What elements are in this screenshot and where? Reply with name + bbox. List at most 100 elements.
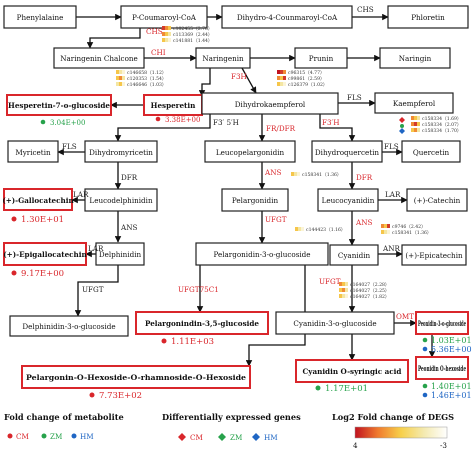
svg-text:1.40E+01: 1.40E+01 [431,382,472,391]
enzyme-ufgt-pelargonidin: UFGT [265,215,287,224]
gene-row: c146658（1.12） [116,70,167,76]
pathway-edges [57,13,436,367]
node-hesperetin-7-o-glucoside[interactable]: Hesperetin-7-o-glucoside [6,94,112,116]
node-dihydroquercetin[interactable]: Dihydroquercetin [311,140,383,163]
enzyme-lar-gallocatechin: LAR [73,190,89,199]
node-peonidin-o-hexoside[interactable]: Peonidin O-hexoside [415,356,469,380]
node-label: Delphinidin-3-o-glucoside [22,322,115,331]
svg-text:c158341（1.36）: c158341（1.36） [392,230,432,236]
svg-text:c146658（1.12）: c146658（1.12） [127,70,167,76]
node-delphinidin-3-o-glucoside[interactable]: Delphinidin-3-o-glucoside [9,315,129,337]
value-gallocatechin: 1.30E+01 [11,215,64,225]
node-dihydromyricetin[interactable]: Dihydromyricetin [84,140,158,163]
svg-text:1.30E+01: 1.30E+01 [21,215,64,225]
gene-expression-strips: c182455（2.78） c113369（2.44） c141881（1.44… [116,26,462,300]
node-gallocatechin[interactable]: (+)-Gallocatechin [2,188,74,211]
node-label: Cyanidin [338,251,371,260]
gene-group-chs: c182455（2.78） c113369（2.44） c141881（1.44… [162,26,213,44]
gene-row: c146646（1.03） [116,82,167,88]
node-label: Hesperetin-7-o-glucoside [8,101,110,110]
legend-metabolite-title: Fold change of metabolite [4,412,124,422]
value-peonidin-3-o-glucoside-hm: 5.36E+00 [422,345,472,354]
gene-row: c120353（1.54） [116,76,167,82]
node-label: Dihydrokaempferol [235,100,306,109]
node-peonidin-3-o-glucoside[interactable]: Peonidin-3-o-glucoside [415,311,469,335]
node-label: Dihydro-4-Counmaroyl-CoA [237,13,338,22]
node-catechin[interactable]: (+)-Catechin [406,188,468,212]
node-leucodelphinidin[interactable]: Leucodelphinidin [84,188,158,212]
node-prunin[interactable]: Prunin [294,47,348,69]
node-label: Naringenin [202,54,244,63]
enzyme-labels: CHS CHS CHI F3H F3′ 5′H FLS FR/DFR F3′H … [62,5,414,321]
node-myricetin[interactable]: Myricetin [7,140,59,163]
node-dihydrokaempferol[interactable]: Dihydrokaempferol [201,92,339,115]
enzyme-anr: ANR [382,244,400,253]
node-label: (+)-Epigallocatechin [3,250,87,259]
node-phloretin[interactable]: Phloretin [387,5,469,29]
node-dihydro-4-counmaroyl-coa[interactable]: Dihydro-4-Counmaroyl-CoA [221,5,353,29]
node-leucocyanidin[interactable]: Leucocyanidin [317,188,379,212]
svg-text:c164027（1.82）: c164027（1.82） [350,294,390,300]
node-label: (+)-Epicatechin [405,251,463,260]
svg-text:-3: -3 [440,441,447,450]
node-pelargonidin-3-o-glucoside[interactable]: Pelargonidin-3-o-glucoside [195,242,329,266]
node-p-coumaroyl-coa[interactable]: P-Coumaroyl-CoA [120,5,208,29]
gene-group-f3h: c96315（4.77） c99861（2.59） c126379（1.02） [277,70,328,88]
svg-text:c182455（2.78）: c182455（2.78） [173,26,213,32]
value-peonidin-3-o-glucoside-zm: 1.03E+01 [422,336,472,345]
svg-text:c99861（2.59）: c99861（2.59） [288,76,325,82]
node-quercetin[interactable]: Quercetin [401,140,461,163]
enzyme-f3-5h: F3′ 5′H [213,118,239,127]
node-label: Peonidin-3-o-glucoside [418,319,466,328]
node-cyanidin-3-o-glucoside[interactable]: Cyanidin-3-o-glucoside [275,311,395,335]
node-delphinidin[interactable]: Delphinidin [95,242,145,266]
enzyme-ans-pelargonidin: ANS [264,168,281,177]
node-pelargonin-o-hexoside[interactable]: Pelargonin-O-Hexoside-O-rhamnoside-O-Hex… [21,365,251,389]
gene-group-chi: c146658（1.12） c120353（1.54） c146646（1.03… [116,70,167,88]
svg-text:c158334（1.69）: c158334（1.69） [422,116,462,122]
enzyme-fr-dfr: FR/DFR [266,124,296,133]
node-label: Dihydromyricetin [89,148,153,157]
node-leucopelargonidin[interactable]: Leucopelargonidin [204,140,296,163]
node-label: Hesperetin [151,101,196,110]
gene-row: c141881（1.44） [162,38,213,44]
node-epicatechin[interactable]: (+)-Epicatechin [401,244,467,266]
enzyme-fls-myricetin: FLS [62,142,77,151]
pathway-nodes: Phenylalaine P-Coumaroyl-CoA Dihydro-4-C… [2,5,469,389]
node-hesperetin[interactable]: Hesperetin [143,94,203,116]
enzyme-dfr-left: DFR [121,173,138,182]
gene-row: c158341（1.36） [291,172,342,178]
svg-text:1.11E+03: 1.11E+03 [171,337,214,347]
enzyme-ufgt-delphinidin: UFGT [82,285,104,294]
node-naringenin[interactable]: Naringenin [195,47,251,69]
svg-text:CM: CM [16,432,29,441]
node-label: Naringenin Chalcone [60,54,138,63]
gene-row: c99861（2.59） [277,76,325,82]
legend-genes: Differentially expressed genes CM ZM HM [162,412,301,442]
node-label: Pelargonin-O-Hexoside-O-rhamnoside-O-Hex… [26,373,246,382]
value-pelargonin-o-hexoside: 7.73E+02 [89,391,142,401]
node-naringin[interactable]: Naringin [379,47,451,69]
gene-row: c164027（2.25） [339,288,390,294]
node-label: Delphinidin [99,250,142,259]
svg-text:4: 4 [353,441,358,450]
gene-row: c164027（1.82） [339,294,390,300]
node-pelargonindin-3-5-glucoside[interactable]: Pelargonindin-3,5-glucoside [135,311,269,335]
node-cyanidin-o-syringic-acid[interactable]: Cyanidin O-syringic acid [295,359,409,383]
node-label: (+)-Gallocatechin [2,196,74,205]
svg-text:CM: CM [190,433,203,442]
node-kaempferol[interactable]: Kaempferol [374,92,454,114]
node-pelargonidin[interactable]: Pelargonidin [221,188,289,212]
node-naringenin-chalcone[interactable]: Naringenin Chalcone [53,47,145,69]
legend-degs-title: Log2 Fold change of DEGS [332,412,454,422]
node-phenylalaine[interactable]: Phenylalaine [3,5,77,29]
svg-text:HM: HM [264,433,278,442]
node-cyanidin[interactable]: Cyanidin [329,244,379,266]
svg-text:ZM: ZM [50,432,62,441]
node-epigallocatechin[interactable]: (+)-Epigallocatechin [3,242,88,266]
gene-row: c182455（2.78） [162,26,213,32]
svg-text:5.36E+00: 5.36E+00 [431,345,472,354]
node-label: Pelargonindin-3,5-glucoside [145,319,259,328]
node-label: Quercetin [413,148,450,157]
gene-row: c144423（1.16） [295,227,346,233]
